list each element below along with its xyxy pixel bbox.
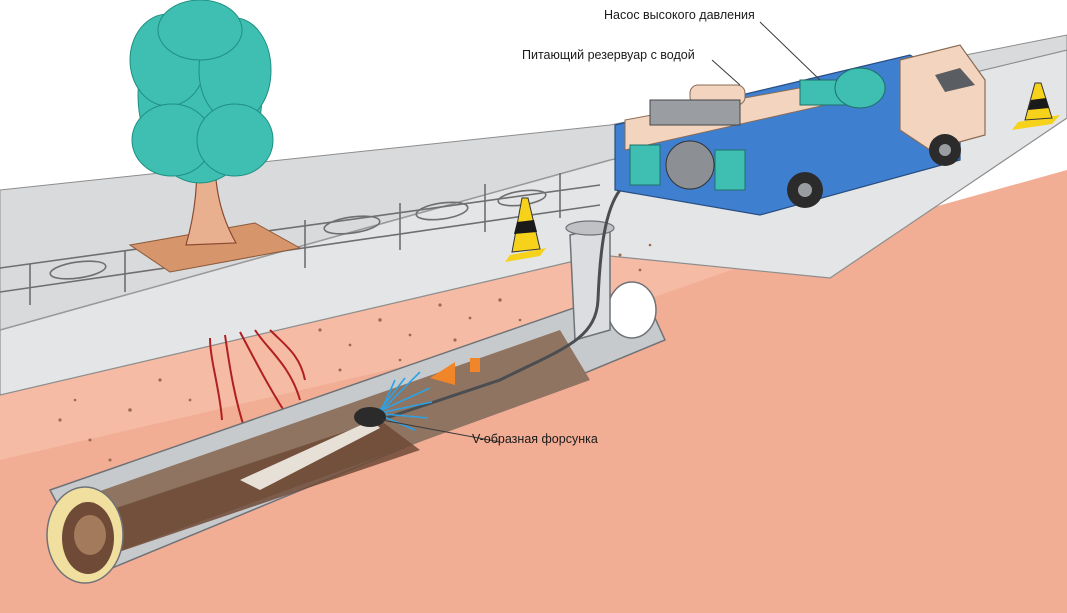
grille [649,99,741,126]
flow-arrow [430,358,480,378]
spray-cone [240,420,380,490]
pump-leader [759,21,821,81]
water-spray [379,371,433,431]
high-pressure-pump [799,67,886,109]
tree [128,0,302,273]
nozzle-leader [381,419,501,443]
tree-crown [129,0,274,184]
nozzle-label: V-образная форсунка [472,432,598,446]
truck-cab [899,44,986,151]
soil-particles [58,243,652,462]
tank-leader [711,59,741,86]
pump-label: Насос высокого давления [604,8,755,22]
soil-top-band [0,235,760,460]
hose-reel [665,140,715,190]
fence [0,173,601,305]
traffic-cone [1012,82,1060,130]
tank-label: Питающий резервуар с водой [522,48,695,62]
control-panel-left [629,144,661,186]
traffic-cone [505,197,546,262]
hose [379,189,622,422]
pipe-far-end [607,281,657,339]
control-panel [714,149,746,191]
v-nozzle [354,407,386,427]
truck [614,44,986,216]
cab-window [935,68,975,92]
